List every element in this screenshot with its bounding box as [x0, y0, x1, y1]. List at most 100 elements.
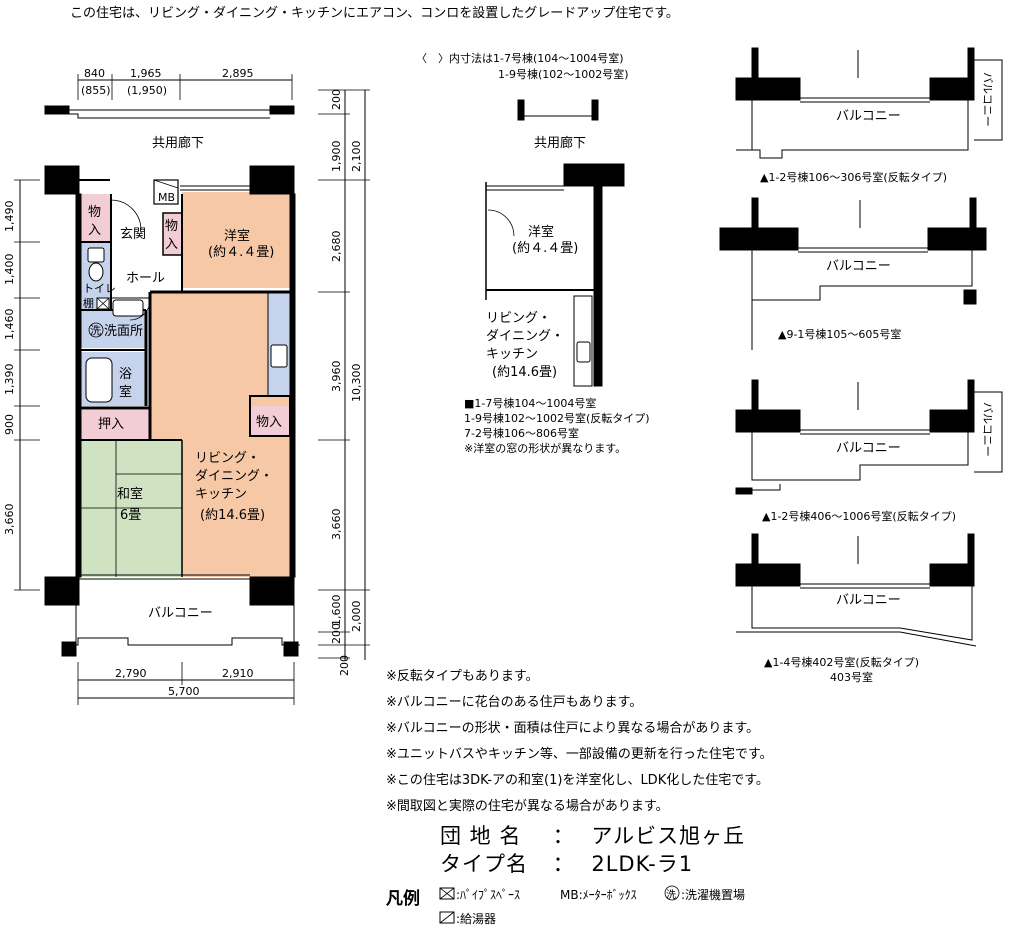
dim-left-6: 3,660 [3, 504, 16, 536]
closet-label: 押入 [98, 417, 124, 432]
variant-list-2: 1-9号棟102〜1002号室(反転タイプ) [464, 411, 650, 425]
mb-label: MB [158, 191, 175, 204]
hall-label: ホール [126, 271, 165, 286]
ldk-line1: リビング・ [195, 451, 260, 466]
balcony3-side: バルコニー [981, 402, 994, 457]
balcony2-caption: ▲9-1号棟105〜605号室 [778, 327, 901, 341]
western-room-size: (約４.４畳) [208, 245, 274, 260]
shelf-label: 棚 [83, 296, 94, 310]
entrance-label: 玄関 [120, 227, 146, 242]
type-name-label: タイプ名 [440, 852, 528, 876]
legend-pipe: :ﾊﾟｲﾌﾟｽﾍﾟｰｽ [456, 888, 521, 902]
variant-ldk-size: (約14.6畳) [492, 365, 557, 380]
ldk-line2: ダイニング・ [195, 469, 273, 484]
balcony-variant-4 [735, 533, 977, 647]
balcony1-label: バルコニー [836, 109, 901, 124]
storage2-label: 物 [165, 219, 178, 234]
washing-machine-icon [664, 885, 680, 901]
dim-left-5: 900 [3, 414, 16, 435]
wash-mark: 洗 [90, 324, 101, 337]
dim-right-7: 200 [330, 623, 343, 644]
japanese-room-size: 6畳 [120, 508, 141, 523]
dim-bottom-a: 2,790 [115, 667, 147, 680]
dim-right-6: 1,600 [330, 595, 343, 627]
dim-left-1: 1,490 [3, 201, 16, 233]
note-item: ※ユニットバスやキッチン等、一部設備の更新を行った住宅です。 [386, 747, 773, 762]
header-caption: この住宅は、リビング・ダイニング・キッチンにエアコン、コンロを設置したグレードア… [70, 6, 679, 21]
dim-top-a2: (855) [81, 84, 111, 97]
main-plan-labels: 840 (855) 1,965 (1,950) 2,895 共用廊下 物 入 玄… [3, 67, 363, 698]
ldk-line3: キッチン [195, 487, 247, 502]
balcony-label: バルコニー [148, 606, 213, 621]
dim-left-2: 1,400 [3, 254, 16, 286]
dim-bottom-total: 5,700 [168, 685, 200, 698]
dim-right-outer-2: 10,300 [350, 364, 363, 403]
dim-right-8: 200 [338, 655, 351, 676]
variant-note1: 〈 〉内寸法は1-7号棟(104〜1004号室) [416, 51, 624, 65]
type-name-sep: ： [552, 852, 575, 876]
dim-top-c: 2,895 [222, 67, 254, 80]
legend-wash-mark: 洗 [666, 890, 676, 901]
variant-plan [485, 99, 625, 387]
dim-right-5: 3,660 [330, 509, 343, 541]
dim-right-3: 2,680 [330, 231, 343, 263]
legend-mb: MB:ﾒｰﾀｰﾎﾞｯｸｽ [560, 888, 637, 902]
dim-right-2: 1,900 [330, 141, 343, 173]
corridor-label: 共用廊下 [152, 135, 204, 151]
storage1-label: 物 [88, 205, 101, 220]
dim-top-b: 1,965 [130, 67, 162, 80]
japanese-room-label: 和室 [117, 486, 143, 502]
water-heater-icon [439, 911, 455, 924]
variant-ldk1: リビング・ [486, 311, 551, 326]
dim-right-1: 200 [330, 89, 343, 110]
note-item: ※バルコニーに花台のある住戸もあります。 [386, 695, 643, 710]
balcony3-caption: ▲1-2号棟406〜1006号室(反転タイプ) [762, 509, 956, 523]
storage1b-label: 入 [88, 223, 101, 238]
variant-list-3: 7-2号棟106〜806号室 [464, 426, 579, 440]
left-dimensions: 1,490 1,400 1,460 1,390 900 3,660 [3, 201, 16, 536]
storage2b-label: 入 [165, 237, 178, 252]
balcony4-label: バルコニー [836, 593, 901, 608]
notes-list: ※反転タイプもあります。 ※バルコニーに花台のある住戸もあります。 ※バルコニー… [386, 664, 773, 820]
balcony1-caption: ▲1-2号棟106〜306号室(反転タイプ) [760, 170, 947, 184]
type-name-row: タイプ名 ： 2LDK-ラ1 [440, 848, 693, 878]
main-plan [14, 74, 370, 705]
dim-left-4: 1,390 [3, 364, 16, 396]
legend-wash: :洗濯機置場 [681, 888, 746, 902]
dim-top-a: 840 [84, 67, 105, 80]
variant-list-4: ※洋室の窓の形状が異なります。 [464, 441, 626, 455]
bath1-label: 浴 [119, 367, 132, 382]
right-dimensions: 200 1,900 2,680 3,960 3,660 1,600 200 20… [330, 89, 363, 676]
dim-right-outer-1: 2,100 [350, 141, 363, 173]
variant-corridor: 共用廊下 [534, 135, 586, 151]
variant-labels: 〈 〉内寸法は1-7号棟(104〜1004号室) 1-9号棟(102〜1002号… [416, 51, 650, 455]
balcony-variant-1 [735, 47, 1003, 159]
variant-room: 洋室 [528, 224, 554, 240]
legend-icons [439, 885, 680, 924]
balcony1-side: バルコニー [981, 72, 994, 127]
balcony4-caption2: 403号室 [830, 670, 873, 684]
legend-heater: :給湯器 [456, 912, 497, 926]
variant-ldk2: ダイニング・ [486, 329, 564, 344]
variant-list-1: ■1-7号棟104〜1004号室 [464, 396, 596, 410]
variant-note2: 1-9号棟(102〜1002号室) [498, 67, 629, 81]
note-item: ※バルコニーの形状・面積は住戸により異なる場合があります。 [386, 721, 760, 736]
variant-ldk3: キッチン [486, 347, 538, 362]
estate-name-value: アルビス旭ヶ丘 [591, 824, 746, 848]
legend-heading: 凡例 [386, 889, 420, 909]
balcony-variant-labels: バルコニー バルコニー ▲1-2号棟106〜306号室(反転タイプ) バルコニー… [760, 72, 994, 684]
dim-left-3: 1,460 [3, 309, 16, 341]
note-item: ※反転タイプもあります。 [386, 669, 539, 684]
note-item: ※この住宅は3DK-アの和室(1)を洋室化し、LDK化した住宅です。 [386, 773, 769, 788]
estate-name-sep: ： [552, 824, 575, 848]
ldk-size: (約14.6畳) [200, 508, 265, 523]
toilet-label: トイレ [83, 282, 116, 295]
balcony4-caption: ▲1-4号棟402号室(反転タイプ) [764, 655, 919, 669]
western-room-label: 洋室 [224, 228, 250, 244]
dim-right-4: 3,960 [330, 361, 343, 393]
balcony2-label: バルコニー [826, 259, 891, 274]
pipe-space-icon [439, 887, 455, 900]
estate-name-label: 団 地 名 [440, 824, 522, 848]
balcony-variant-2 [719, 197, 987, 350]
dim-bottom-b: 2,910 [222, 667, 254, 680]
